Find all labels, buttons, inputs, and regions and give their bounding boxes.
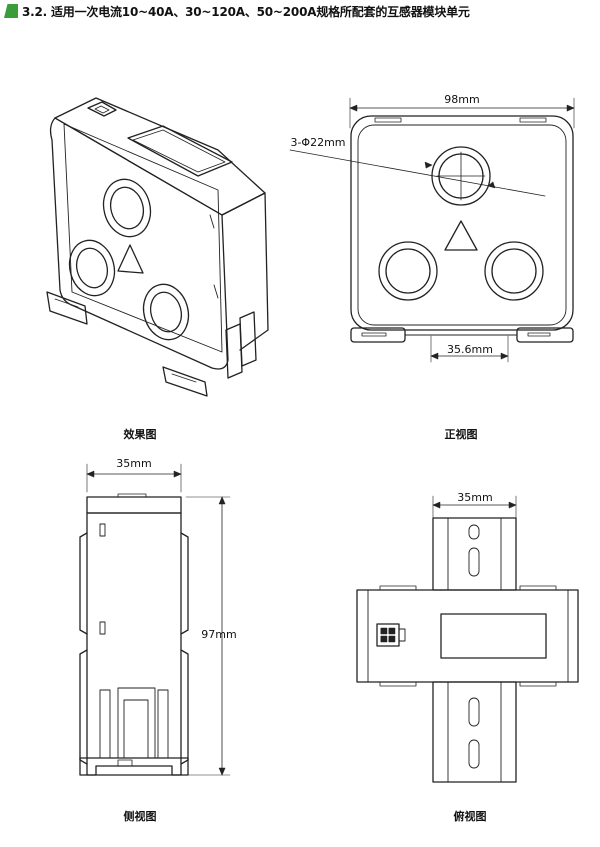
top-view <box>356 495 579 783</box>
section-marker-icon <box>4 4 18 18</box>
perspective-view-caption: 效果图 <box>123 428 157 441</box>
top-rail-dimension: 35mm <box>457 491 493 504</box>
front-view-caption: 正视图 <box>444 428 478 441</box>
side-height-dimension: 97mm <box>201 628 237 641</box>
perspective-view <box>46 97 269 397</box>
section-header: 3.2. 适用一次电流10~40A、30~120A、50~200A规格所配套的互… <box>4 3 470 19</box>
hole-diameter-dimension: 3-Φ22mm <box>290 136 346 149</box>
side-view <box>79 463 231 776</box>
section-title: 3.2. 适用一次电流10~40A、30~120A、50~200A规格所配套的互… <box>22 4 470 19</box>
side-view-caption: 侧视图 <box>123 810 157 823</box>
front-view <box>289 97 575 363</box>
front-width-dimension: 98mm <box>444 93 480 106</box>
rail-spacing-dimension: 35.6mm <box>447 343 493 356</box>
top-view-caption: 俯视图 <box>453 810 487 823</box>
side-width-dimension: 35mm <box>116 457 152 470</box>
